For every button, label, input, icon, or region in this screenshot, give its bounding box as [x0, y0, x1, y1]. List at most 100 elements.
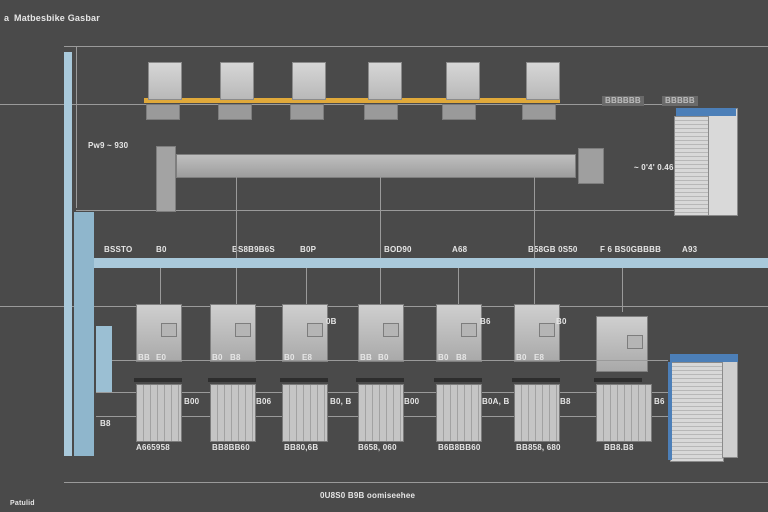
bus-label-7: B58GB 0S50 — [528, 245, 578, 254]
top-unit-2 — [220, 62, 254, 100]
top-unit-base-5 — [442, 104, 476, 120]
bottom-label-4: B658, 060 — [358, 443, 397, 452]
cabinet-2 — [210, 384, 256, 442]
bus-label-9: A93 — [682, 245, 698, 254]
bus-label-6: A68 — [452, 245, 468, 254]
module-label-left-3: B0 — [284, 353, 295, 362]
mid-label-1: B00 — [184, 397, 200, 406]
separator-1 — [134, 378, 182, 382]
top-unit-3 — [292, 62, 326, 100]
bus-label-2: B0 — [156, 245, 167, 254]
bottom-label-6: BB858, 680 — [516, 443, 561, 452]
main-rail — [176, 154, 576, 178]
bottom-label-3: BB80,6B — [284, 443, 319, 452]
module-label-right-5: B8 — [456, 353, 467, 362]
separator-4 — [356, 378, 404, 382]
horizontal-bus — [94, 258, 768, 268]
mid-label-3: B0, B — [330, 397, 352, 406]
upper-bus-line — [0, 104, 680, 105]
server-tower-top-side — [708, 108, 738, 216]
module-label-left-1: BB — [138, 353, 150, 362]
drop-line-3 — [534, 176, 535, 258]
module-label-right-6: E8 — [534, 353, 545, 362]
drop-line-8 — [458, 268, 459, 304]
server-tower-bottom — [670, 362, 724, 462]
bus-label-5: BOD90 — [384, 245, 412, 254]
drop-line-10 — [622, 268, 623, 312]
bus-label-8: F 6 BS0GBBBB — [600, 245, 662, 254]
separator-3 — [280, 378, 328, 382]
top-unit-5 — [446, 62, 480, 100]
yellow-bus — [144, 98, 560, 103]
mid-label-2: B06 — [256, 397, 272, 406]
mid-label-8: B8 — [100, 419, 111, 428]
server-tower-bottom-cap — [670, 354, 738, 362]
page-title: Matbesbike Gasbar — [14, 13, 100, 23]
mid-label-4: B00 — [404, 397, 420, 406]
drop-line-6 — [306, 268, 307, 304]
server-tower-top — [674, 116, 710, 216]
header-glyph: a — [4, 13, 10, 23]
riser-box — [74, 212, 94, 456]
module-label-left-4: BB — [360, 353, 372, 362]
module-label-right-2: B8 — [230, 353, 241, 362]
top-unit-1 — [148, 62, 182, 100]
cabinet-5 — [436, 384, 482, 442]
top-unit-6 — [526, 62, 560, 100]
top-unit-base-2 — [218, 104, 252, 120]
separator-6 — [512, 378, 560, 382]
main-riser — [64, 52, 72, 456]
rail-end-cap — [578, 148, 604, 184]
bottom-label-2: BB8BB60 — [212, 443, 250, 452]
mid-label-5: B0A, B — [482, 397, 510, 406]
unit-tag-3: B0 — [556, 317, 567, 326]
module-label-right-4: B0 — [378, 353, 389, 362]
mid-label-6: B8 — [560, 397, 571, 406]
top-unit-base-6 — [522, 104, 556, 120]
upper-left-label: Pw9 ~ 930 — [88, 141, 129, 150]
bottom-label-1: A665958 — [136, 443, 170, 452]
drop-line-2 — [380, 176, 381, 258]
bottom-label-7: BB8.B8 — [604, 443, 634, 452]
module-label-left-5: B0 — [438, 353, 449, 362]
switch-panel-6 — [514, 304, 560, 362]
server-tower-bottom-edge — [668, 362, 672, 460]
drop-line-5 — [236, 268, 237, 304]
top-tag-2: BBBBB — [662, 96, 698, 106]
feed-label: ~ 0'4' 0.46 — [634, 163, 674, 172]
bottom-label-5: B6B8BB60 — [438, 443, 481, 452]
switch-panel-3 — [282, 304, 328, 362]
drop-line-7 — [380, 268, 381, 304]
server-tower-top-cap — [676, 108, 736, 116]
switch-panel-7 — [596, 316, 648, 372]
separator-7 — [594, 378, 642, 382]
switch-panel-2 — [210, 304, 256, 362]
unit-tag-2: B6 — [480, 317, 491, 326]
top-frame-line — [64, 46, 768, 47]
left-frame-vline — [76, 46, 77, 208]
riser-bracket — [96, 326, 112, 392]
top-tag-1: BBBBBB — [602, 96, 644, 106]
separator-2 — [208, 378, 256, 382]
switch-panel-4 — [358, 304, 404, 362]
drop-line-4 — [160, 268, 161, 304]
cabinet-4 — [358, 384, 404, 442]
bus-label-3: BS8B9B6S — [232, 245, 275, 254]
footer-center: 0U8S0 B9B oomiseehee — [320, 491, 416, 500]
module-label-right-1: E0 — [156, 353, 167, 362]
top-unit-base-1 — [146, 104, 180, 120]
bus-label-1: BSSTO — [104, 245, 133, 254]
cabinet-6 — [514, 384, 560, 442]
top-unit-base-4 — [364, 104, 398, 120]
bus-label-4: B0P — [300, 245, 317, 254]
top-unit-base-3 — [290, 104, 324, 120]
bottom-frame-line — [64, 482, 768, 483]
switch-panel-5 — [436, 304, 482, 362]
mid-frame-line — [76, 210, 676, 211]
footer-left: Patulid — [10, 500, 35, 507]
switch-panel-1 — [136, 304, 182, 362]
rail-post — [156, 146, 176, 212]
server-tower-bottom-side — [722, 356, 738, 458]
mid-label-7: B6 — [654, 397, 665, 406]
cabinet-7 — [596, 384, 652, 442]
